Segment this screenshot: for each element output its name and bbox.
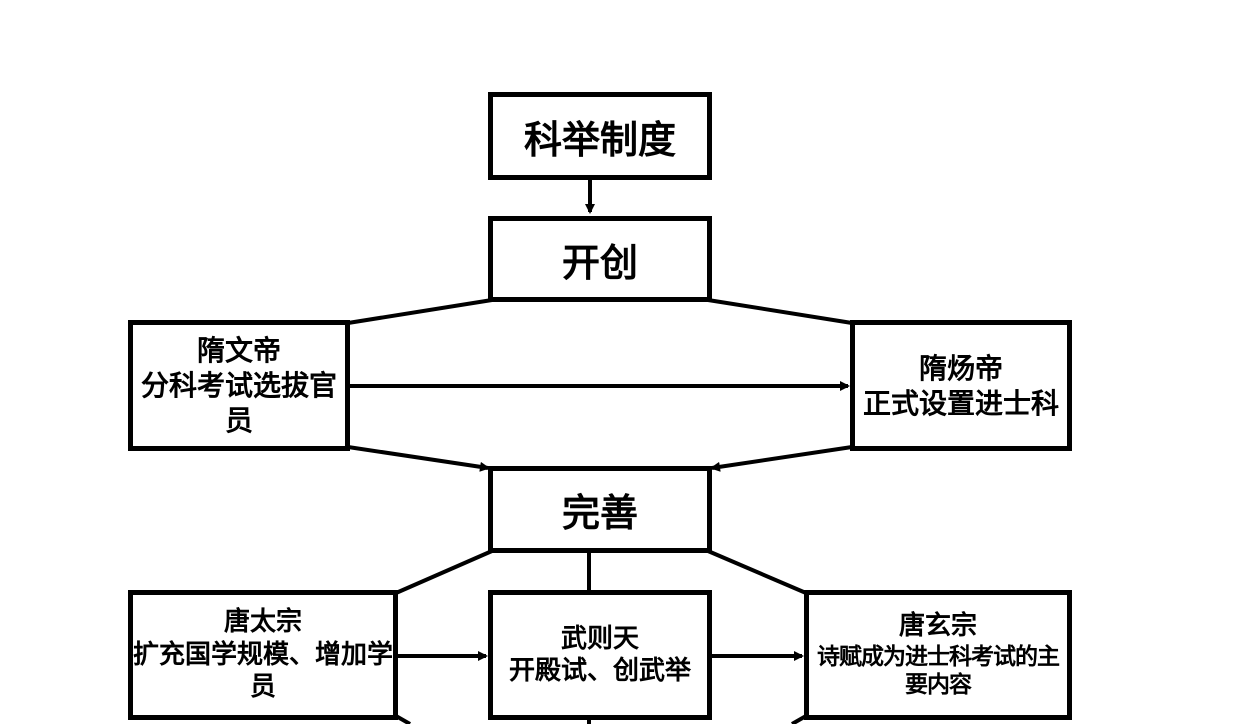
line-stage2-to-tang-taizong (395, 549, 493, 595)
line-stage2-to-tang-xuanzong (707, 549, 807, 595)
sui-wendi-box: 隋文帝 分科考试选拔官员 (128, 320, 350, 451)
arrow-sui-yangdi-to-stage2 (710, 445, 853, 472)
tang-xuanzong-desc: 诗赋成为进士科考试的主要内容 (817, 643, 1060, 699)
tang-xuanzong-box: 唐玄宗 诗赋成为进士科考试的主要内容 (804, 590, 1072, 720)
sui-wendi-desc: 分科考试选拔官员 (140, 369, 337, 437)
line-stage1-to-sui-yangdi (707, 298, 853, 325)
stage1-box: 开创 (488, 216, 712, 302)
stage2-label: 完善 (561, 491, 638, 535)
sui-wendi-name: 隋文帝 (196, 334, 281, 367)
line-bottom-right (791, 714, 807, 724)
line-stage1-to-sui-wendi (347, 298, 493, 325)
wu-zetian-desc: 开殿试、创武举 (508, 656, 691, 686)
stage1-label: 开创 (561, 240, 638, 285)
sui-yangdi-name: 隋炀帝 (918, 351, 1003, 385)
line-bottom-left (395, 714, 411, 724)
tang-xuanzong-name: 唐玄宗 (898, 611, 977, 641)
sui-yangdi-box: 隋炀帝 正式设置进士科 (850, 320, 1072, 451)
root-label: 科举制度 (523, 117, 676, 162)
tang-taizong-desc: 扩充国学规模、增加学员 (133, 639, 394, 703)
tang-taizong-name: 唐太宗 (223, 607, 302, 638)
tang-taizong-box: 唐太宗 扩充国学规模、增加学员 (128, 590, 398, 720)
wu-zetian-box: 武则天 开殿试、创武举 (488, 590, 712, 720)
wu-zetian-name: 武则天 (560, 623, 639, 654)
sui-yangdi-desc: 正式设置进士科 (862, 386, 1059, 420)
root-box: 科举制度 (488, 92, 712, 180)
stage2-box: 完善 (488, 466, 712, 553)
arrow-sui-wendi-to-stage2 (347, 445, 490, 472)
